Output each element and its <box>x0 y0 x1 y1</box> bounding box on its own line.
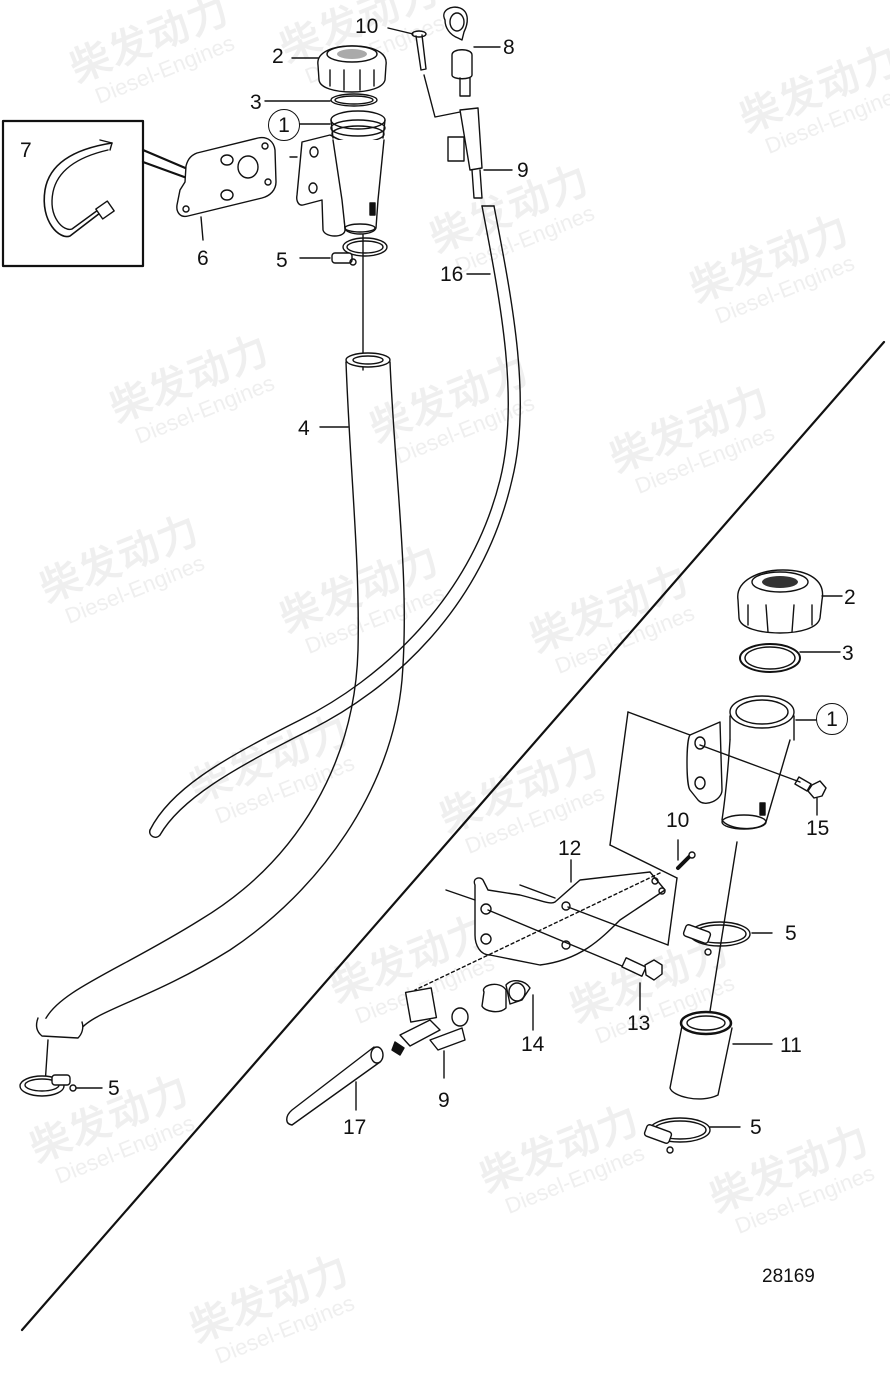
callout-9-upper: 9 <box>517 159 529 182</box>
cap-2-lower <box>737 569 843 634</box>
hose-clamp-5-lower-top <box>682 841 773 1031</box>
screw-15 <box>699 744 827 816</box>
callout-1-circled-lower: 1 <box>816 703 848 735</box>
inset-box-cable-tie <box>1 119 192 268</box>
hose-clamp-5-lower <box>19 1039 103 1097</box>
callout-10-lower: 10 <box>666 809 690 832</box>
divider-line <box>20 340 886 1332</box>
tube-17 <box>286 1046 384 1126</box>
drawing-number: 28169 <box>762 1266 815 1287</box>
callout-16: 16 <box>440 263 464 286</box>
callout-11: 11 <box>780 1034 802 1057</box>
cap-2-upper <box>291 45 387 93</box>
seal-ring-3-lower <box>739 643 841 673</box>
hose-clamp-5-upper <box>299 237 388 266</box>
fitting-9-upper <box>447 107 513 199</box>
rivet-10-upper <box>387 27 461 118</box>
hose-11 <box>669 1010 773 1100</box>
callout-10-upper: 10 <box>355 15 379 38</box>
callout-7: 7 <box>20 139 32 162</box>
diagram-drawing <box>1 6 886 1332</box>
callout-1-circled-upper: 1 <box>268 109 300 141</box>
screw-13 <box>621 957 663 1011</box>
callout-2-lower: 2 <box>844 586 856 609</box>
callout-17: 17 <box>343 1116 367 1139</box>
callout-5-upper-bottom: 5 <box>108 1077 120 1100</box>
dipstick-14 <box>481 980 534 1031</box>
callout-12: 12 <box>558 837 582 860</box>
callout-5-lower-bottom: 5 <box>750 1116 762 1139</box>
callout-5-lower-top: 5 <box>785 922 797 945</box>
bracket-12 <box>414 711 691 991</box>
hose-clamp-5-lower-bottom <box>643 1117 741 1154</box>
callout-3-lower: 3 <box>842 642 854 665</box>
callout-13: 13 <box>627 1012 651 1035</box>
callout-2-upper: 2 <box>272 45 284 68</box>
filler-neck-1 <box>289 110 386 237</box>
fitting-9-lower <box>391 987 469 1079</box>
seal-ring-3-upper <box>264 93 378 107</box>
callout-14: 14 <box>521 1033 545 1056</box>
hose-4 <box>35 352 405 1039</box>
dipstick-8 <box>443 6 501 97</box>
rivet-10-lower <box>676 839 696 870</box>
callout-5-upper-top: 5 <box>276 249 288 272</box>
bracket-6 <box>176 136 277 241</box>
dipstick-tube-16 <box>148 205 522 838</box>
callout-8: 8 <box>503 36 515 59</box>
callout-15: 15 <box>806 817 830 840</box>
filler-neck-1-lower <box>686 695 817 830</box>
callout-3-upper: 3 <box>250 91 262 114</box>
callout-9-lower: 9 <box>438 1089 450 1112</box>
callout-4: 4 <box>298 417 310 440</box>
callout-6: 6 <box>197 247 209 270</box>
